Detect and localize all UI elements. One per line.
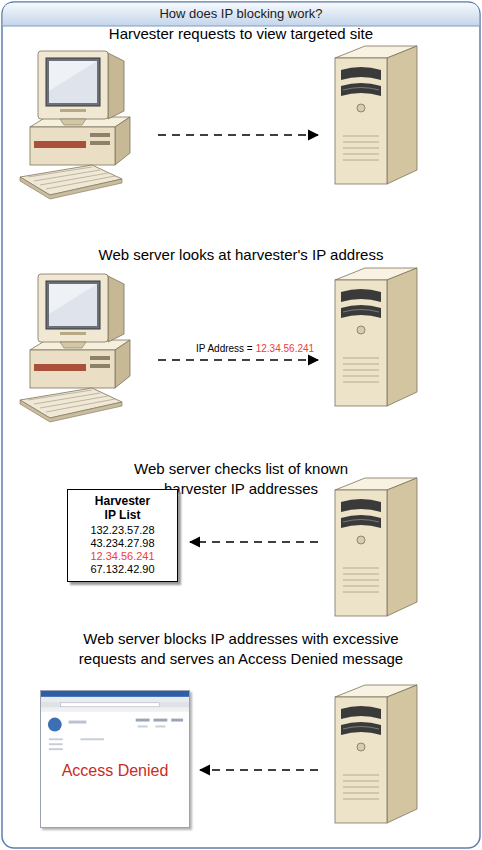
browser-detail: [153, 719, 167, 722]
ip-caption: IP Address =: [196, 343, 253, 355]
server-icon: [335, 478, 417, 616]
deny-arrow: [200, 769, 318, 771]
list-heading: Harvester IP List: [88, 494, 158, 522]
server-icon: [335, 268, 417, 406]
server-icon: [335, 46, 417, 184]
browser-detail: [69, 721, 87, 724]
computer-icon: [20, 274, 130, 422]
computer-icon: [20, 51, 130, 199]
browser-detail: [61, 703, 160, 707]
ip-entry: 67.132.42.90: [72, 563, 173, 576]
browser-detail: [49, 738, 63, 740]
diagram-title: How does IP blocking work?: [0, 6, 482, 21]
browser-detail: [41, 697, 189, 702]
lookup-arrow: [190, 541, 318, 543]
browser-detail: [49, 748, 63, 750]
browser-detail: [41, 702, 189, 708]
ip-address: 12.34.56.241: [256, 343, 314, 355]
browser-detail: [138, 725, 148, 727]
step-caption: Web server looks at harvester's IP addre…: [31, 245, 451, 265]
arrow-label: IP Address =12.34.56.241: [160, 343, 350, 355]
browser-detail: [48, 718, 62, 732]
ip-entry: 132.23.57.28: [72, 524, 173, 537]
server-icon: [335, 685, 417, 823]
browser-detail: [41, 691, 189, 697]
ip-list-box: Harvester IP List 132.23.57.2843.234.27.9…: [67, 489, 178, 582]
access-denied-text: Access Denied: [41, 761, 189, 781]
step-caption: Web server blocks IP addresses with exce…: [56, 629, 426, 669]
request-arrow: [158, 134, 318, 136]
browser-detail: [80, 738, 104, 740]
ip-entry: 43.234.27.98: [72, 537, 173, 550]
browser-window: Access Denied: [40, 690, 190, 828]
request-arrow: [158, 359, 318, 361]
browser-detail: [155, 725, 165, 727]
browser-detail: [41, 708, 189, 712]
ip-entry: 12.34.56.241: [72, 550, 173, 563]
browser-chrome: [41, 691, 189, 827]
browser-detail: [171, 719, 183, 722]
browser-detail: [136, 719, 150, 722]
browser-detail: [49, 743, 63, 745]
step-caption: Harvester requests to view targeted site: [31, 24, 451, 44]
